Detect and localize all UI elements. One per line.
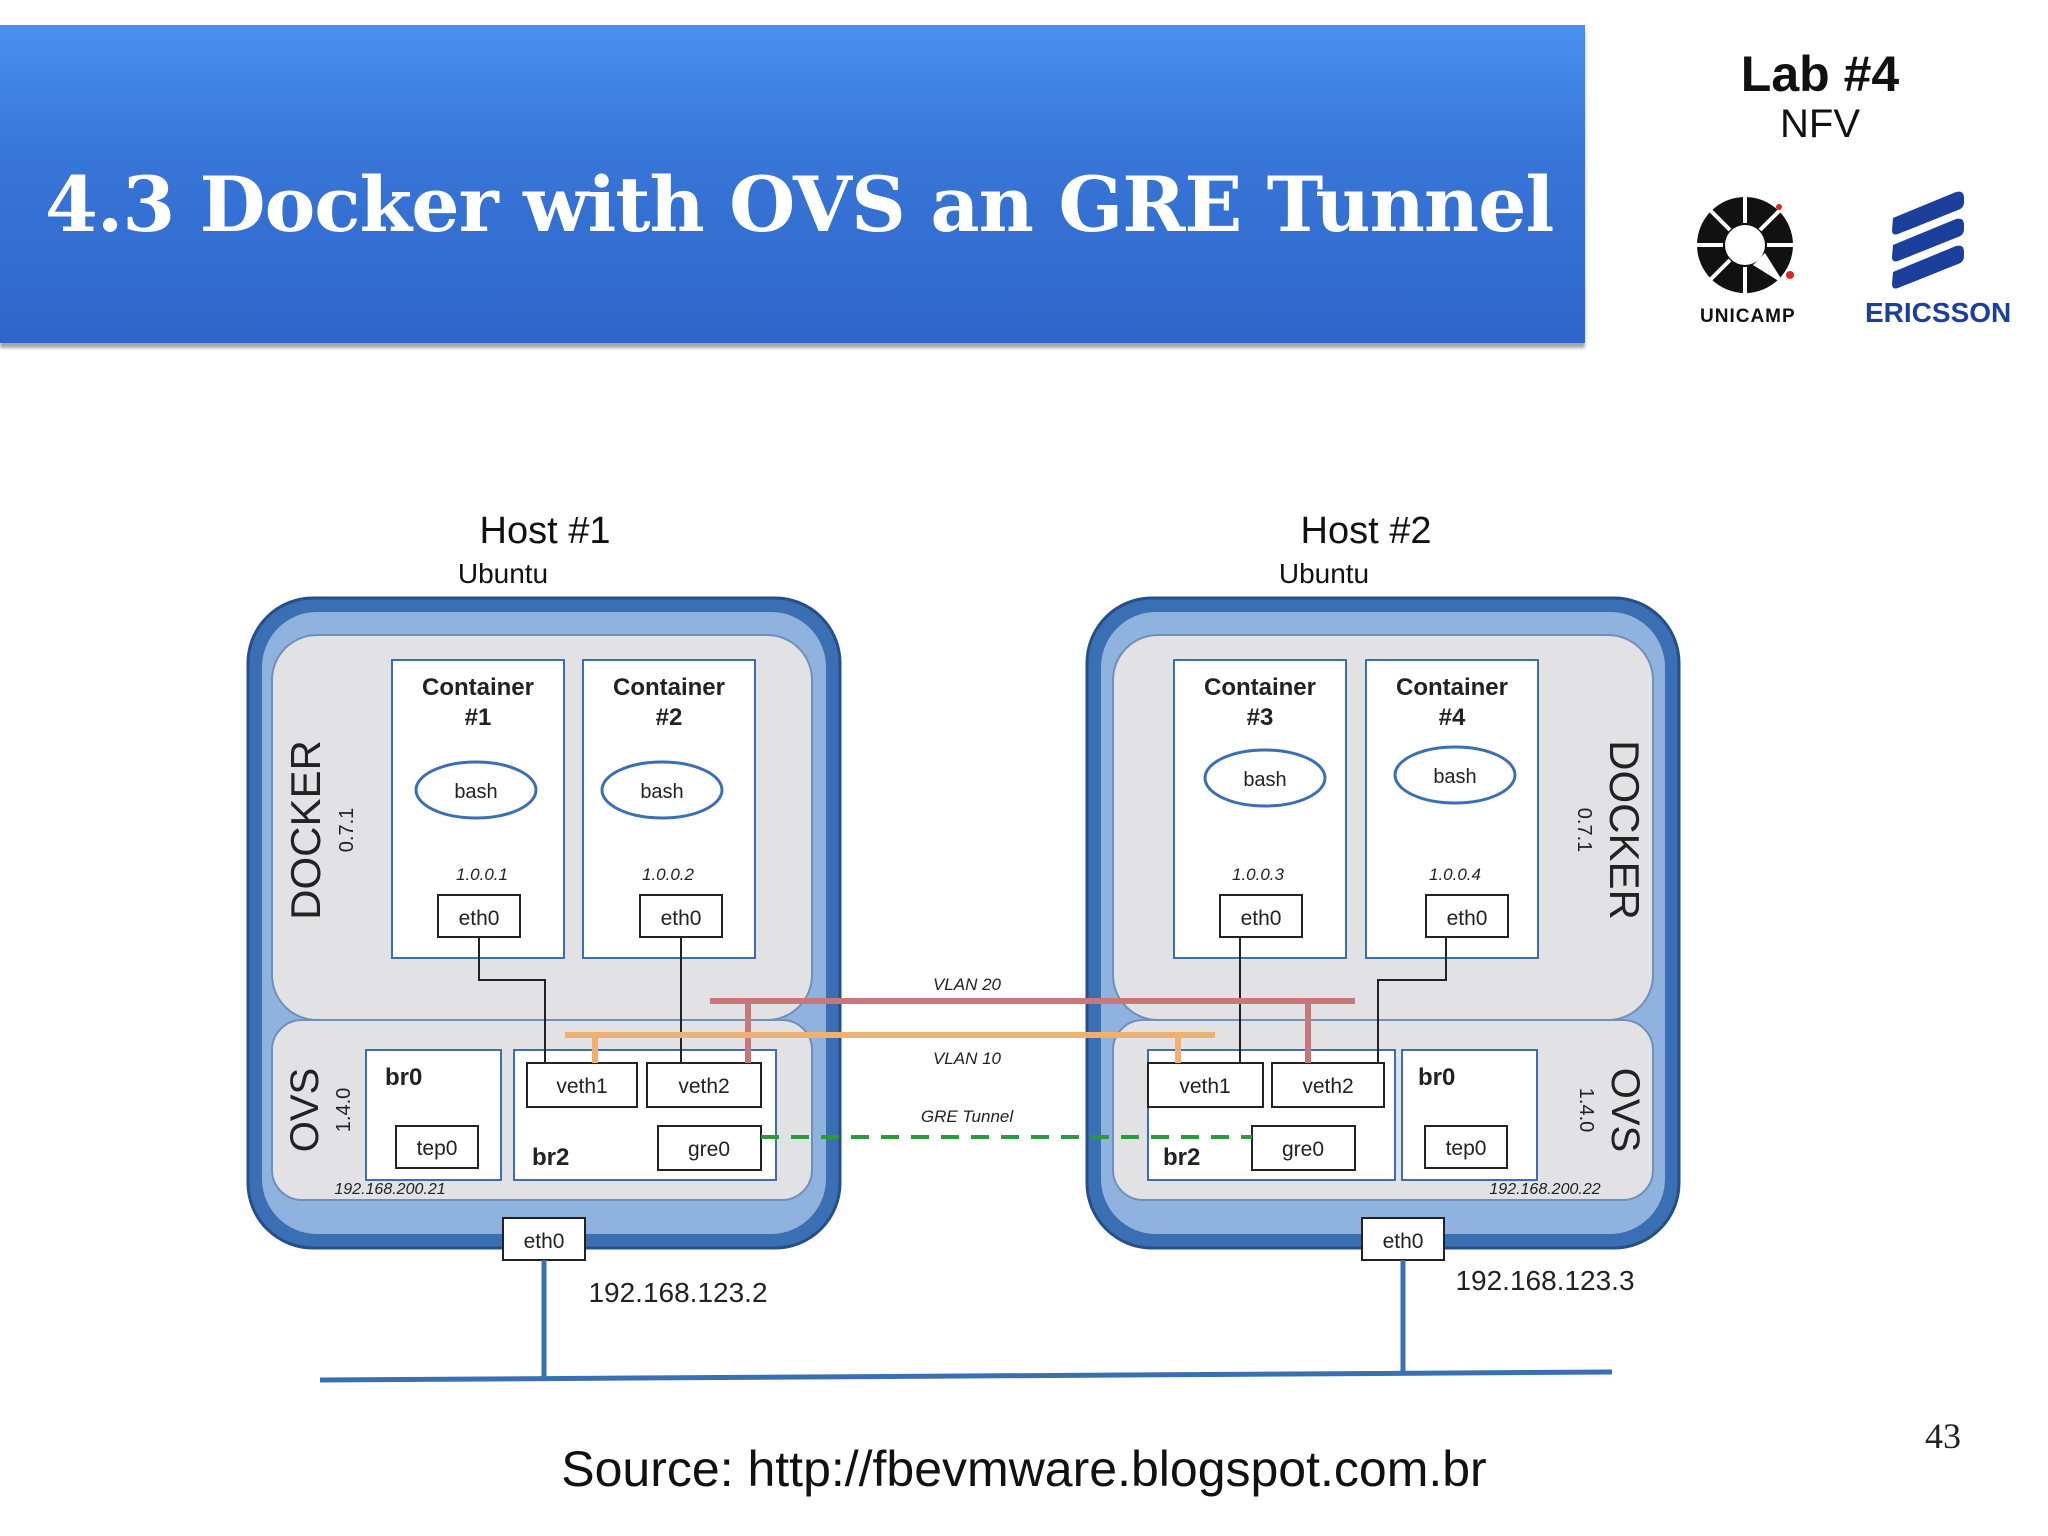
container-3-eth0-label: eth0 bbox=[1241, 907, 1282, 930]
host-1-ovs-label: OVS bbox=[283, 1068, 327, 1152]
container-3-name: Container bbox=[1204, 674, 1316, 701]
host-2-eth0-label: eth0 bbox=[1383, 1230, 1424, 1253]
host-1-tep0-label: tep0 bbox=[417, 1137, 458, 1160]
unicamp-logo-icon bbox=[1695, 195, 1795, 295]
container-4-bash-label: bash bbox=[1433, 766, 1476, 788]
lab-title: Lab #4 bbox=[1740, 46, 1900, 102]
container-4-eth0 bbox=[1425, 894, 1509, 938]
host-2-docker-label: DOCKER bbox=[1601, 740, 1648, 920]
host-2-title: Host #2 bbox=[1301, 510, 1432, 552]
host-1-br2-label: br2 bbox=[532, 1144, 569, 1171]
ericsson-logo-text: ERICSSON bbox=[1865, 297, 2012, 328]
connections: VLAN 20 VLAN 10 GRE Tunnel bbox=[319, 937, 1613, 1383]
host-1-gre0-label: gre0 bbox=[688, 1138, 730, 1161]
lab-subtitle: NFV bbox=[1780, 102, 1860, 146]
vlan20-label: VLAN 20 bbox=[933, 975, 1002, 994]
host-1-br0-label: br0 bbox=[385, 1064, 422, 1091]
ericsson-logo-icon bbox=[1892, 191, 1964, 289]
container-2-number: #2 bbox=[656, 704, 683, 731]
host-2-tep-ip: 192.168.200.22 bbox=[1489, 1181, 1600, 1198]
host-2-tep0 bbox=[1424, 1125, 1508, 1169]
host-1-eth0-label: eth0 bbox=[524, 1230, 565, 1253]
host-2-br0-label: br0 bbox=[1418, 1064, 1455, 1091]
page-number: 43 bbox=[1925, 1416, 1961, 1456]
host-1-veth2-label: veth2 bbox=[678, 1075, 729, 1098]
container-1-bash-label: bash bbox=[454, 781, 497, 803]
vlan10-label: VLAN 10 bbox=[933, 1049, 1002, 1068]
link-c4-veth2 bbox=[1377, 937, 1447, 1063]
host-2-os: Ubuntu bbox=[1279, 558, 1369, 589]
container-3-bash-label: bash bbox=[1243, 769, 1286, 791]
host-2-eth0 bbox=[1361, 1217, 1445, 1261]
container-1-name: Container bbox=[422, 674, 534, 701]
container-3-eth0 bbox=[1219, 894, 1303, 938]
host-1-gre0 bbox=[657, 1125, 762, 1171]
host-1-veth1-label: veth1 bbox=[556, 1075, 607, 1098]
container-4-bash bbox=[1393, 745, 1517, 805]
container-4-ip: 1.0.0.4 bbox=[1429, 865, 1481, 884]
container-2-eth0-label: eth0 bbox=[661, 907, 702, 930]
gre-tunnel-label: GRE Tunnel bbox=[921, 1107, 1015, 1126]
host-2-veth2 bbox=[1271, 1062, 1385, 1108]
container-2-name: Container bbox=[613, 674, 725, 701]
host-2-ovs-label: OVS bbox=[1603, 1068, 1647, 1152]
container-4-name: Container bbox=[1396, 674, 1508, 701]
host-1-veth1 bbox=[526, 1062, 638, 1108]
container-2-bash-label: bash bbox=[640, 781, 683, 803]
link-c1-veth1 bbox=[478, 937, 546, 1063]
container-3-bash bbox=[1203, 748, 1327, 808]
container-2-ip: 1.0.0.2 bbox=[642, 865, 695, 884]
source-citation: Source: http://fbevmware.blogspot.com.br bbox=[561, 1441, 1487, 1497]
host-1-os: Ubuntu bbox=[458, 558, 548, 589]
host-2-br2-label: br2 bbox=[1163, 1144, 1200, 1171]
host-2-ovs-version: 1.4.0 bbox=[1575, 1088, 1597, 1132]
host-1-tep0 bbox=[395, 1125, 479, 1169]
container-2-eth0 bbox=[639, 894, 723, 938]
container-3-ip: 1.0.0.3 bbox=[1232, 865, 1285, 884]
container-1-bash bbox=[414, 760, 538, 820]
host-1-tep-ip: 192.168.200.21 bbox=[334, 1181, 445, 1198]
container-2-bash bbox=[600, 760, 724, 820]
container-1-number: #1 bbox=[465, 704, 492, 731]
host-2-gre0-label: gre0 bbox=[1282, 1138, 1324, 1161]
host-1-eth0 bbox=[502, 1217, 586, 1261]
container-1-ip: 1.0.0.1 bbox=[456, 865, 508, 884]
host-2-gre0 bbox=[1251, 1125, 1356, 1171]
container-4-eth0-label: eth0 bbox=[1447, 907, 1488, 930]
host-2-docker-version: 0.7.1 bbox=[1573, 808, 1595, 852]
container-3-number: #3 bbox=[1247, 704, 1274, 731]
host-2-veth2-label: veth2 bbox=[1302, 1075, 1353, 1098]
title-banner: 4.3 Docker with OVS an GRE Tunnel bbox=[0, 25, 1585, 343]
host-2-ip: 192.168.123.3 bbox=[1455, 1265, 1634, 1296]
host-1-docker-label: DOCKER bbox=[282, 740, 329, 920]
host-2-veth1-label: veth1 bbox=[1179, 1075, 1230, 1098]
host-1-veth2 bbox=[646, 1062, 762, 1108]
container-4-number: #4 bbox=[1439, 704, 1466, 731]
unicamp-logo-text: UNICAMP bbox=[1700, 306, 1796, 327]
host-2-veth1 bbox=[1147, 1062, 1264, 1108]
host-1: Host #1 Ubuntu DOCKER 0.7.1 Container #1… bbox=[246, 510, 842, 1308]
host-1-ovs-version: 1.4.0 bbox=[333, 1088, 355, 1132]
host-1-title: Host #1 bbox=[480, 510, 611, 552]
container-1-eth0-label: eth0 bbox=[459, 907, 500, 930]
physical-network-line bbox=[319, 1369, 1613, 1383]
host-1-ip: 192.168.123.2 bbox=[588, 1277, 767, 1308]
slide-title: 4.3 Docker with OVS an GRE Tunnel bbox=[45, 160, 1554, 249]
host-2-tep0-label: tep0 bbox=[1446, 1137, 1487, 1160]
host-2: Host #2 Ubuntu DOCKER 0.7.1 Container #3… bbox=[1085, 510, 1681, 1296]
host-1-docker-version: 0.7.1 bbox=[336, 808, 358, 852]
